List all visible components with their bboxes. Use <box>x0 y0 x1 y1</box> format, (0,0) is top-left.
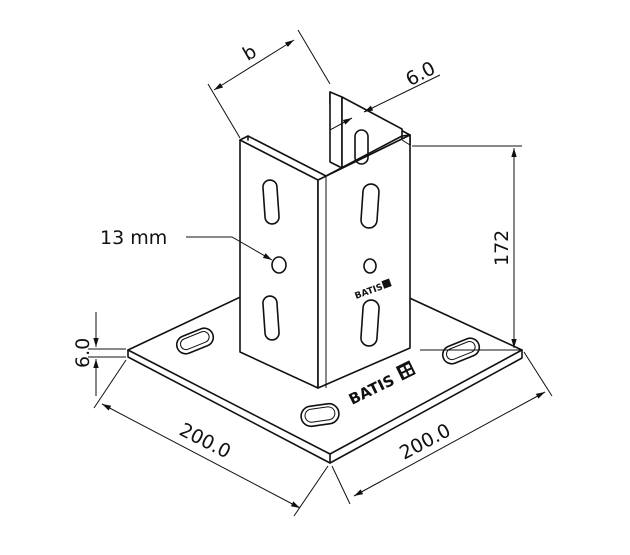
post-slot-hole <box>360 299 380 347</box>
hole-diameter-label: 13 mm <box>100 227 167 249</box>
plate-slot-hole <box>300 402 340 428</box>
post-slot-hole <box>262 295 280 341</box>
wall-thickness-label: 6.0 <box>402 57 439 91</box>
post-slot-hole <box>354 129 369 165</box>
post-back-flange-edge <box>329 91 343 169</box>
hole-callout: 13 mm <box>100 227 273 261</box>
post-right-face <box>317 134 411 389</box>
post-round-hole <box>271 256 287 274</box>
post-slot-hole <box>262 179 280 225</box>
dimension-height: 172 <box>412 145 522 351</box>
plate-slot-hole <box>441 337 481 365</box>
dimension-plate-thickness: 6.0 <box>72 312 126 396</box>
channel-post <box>239 91 411 389</box>
height-label: 172 <box>491 230 513 266</box>
dimension-b-label: b <box>239 40 260 65</box>
post-slot-hole <box>360 183 380 229</box>
post-left-face <box>239 139 319 389</box>
width-left-label: 200.0 <box>176 419 234 463</box>
post-round-hole <box>363 258 377 274</box>
plate-thickness-label: 6.0 <box>72 338 94 368</box>
plate-slot-hole <box>175 327 215 355</box>
dimension-b: b <box>207 29 331 139</box>
